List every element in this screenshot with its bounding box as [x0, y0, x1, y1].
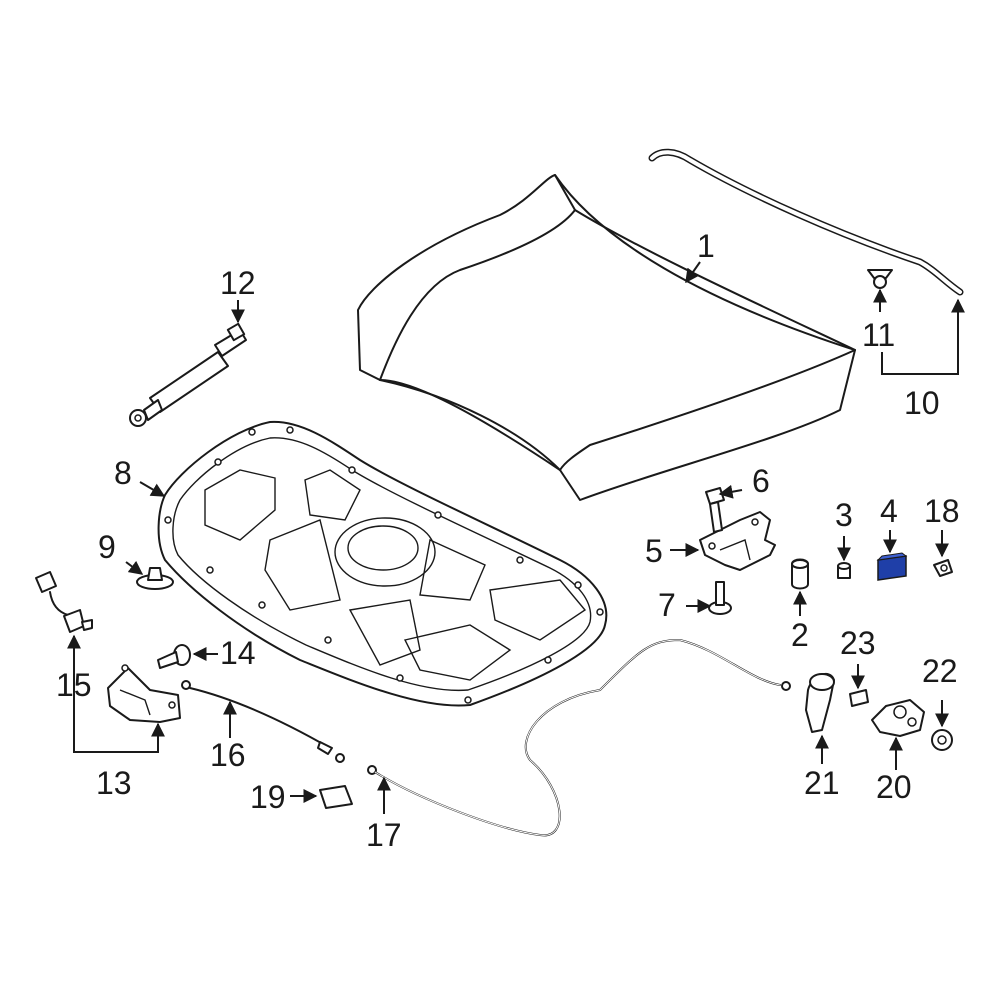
callout-14[interactable]: 14 [220, 635, 256, 671]
clip-18[interactable] [933, 559, 953, 577]
hinge-bolt[interactable] [705, 487, 725, 533]
callout-5[interactable]: 5 [645, 533, 663, 569]
callout-3[interactable]: 3 [835, 497, 853, 533]
hood-hinge[interactable] [699, 511, 776, 571]
callout-21[interactable]: 21 [804, 765, 840, 801]
callout-22[interactable]: 22 [922, 653, 958, 689]
hood-lift-support[interactable] [129, 322, 247, 427]
callout-18[interactable]: 18 [924, 493, 960, 529]
callout-7[interactable]: 7 [658, 587, 676, 623]
callout-1[interactable]: 1 [697, 228, 715, 264]
callout-labels: 1 2 3 4 5 6 7 8 9 10 11 12 13 14 15 16 1… [56, 228, 960, 853]
callout-2[interactable]: 2 [791, 617, 809, 653]
latch-switch-15[interactable] [35, 571, 93, 633]
callout-17[interactable]: 17 [366, 817, 402, 853]
bolt-23[interactable] [849, 689, 869, 707]
nut-22[interactable] [931, 729, 953, 751]
hood-panel[interactable] [357, 174, 856, 501]
callout-20[interactable]: 20 [876, 769, 912, 805]
latch-bolt-14[interactable] [157, 644, 191, 669]
highlighted-part-4[interactable] [876, 552, 908, 581]
callout-9[interactable]: 9 [98, 529, 116, 565]
hood-weatherstrip[interactable] [648, 148, 964, 296]
callout-8[interactable]: 8 [114, 455, 132, 491]
callout-6[interactable]: 6 [752, 463, 770, 499]
release-handle-21[interactable] [805, 672, 835, 733]
release-cable-17[interactable] [367, 639, 791, 837]
release-lever-20[interactable] [871, 699, 925, 737]
hood-bumper[interactable] [791, 558, 809, 590]
callout-19[interactable]: 19 [250, 779, 286, 815]
callout-16[interactable]: 16 [210, 737, 246, 773]
callout-12[interactable]: 12 [220, 265, 256, 301]
callout-4[interactable]: 4 [880, 493, 898, 529]
bolt-7[interactable] [708, 581, 732, 615]
callout-15[interactable]: 15 [56, 667, 92, 703]
latch-cable-16[interactable] [181, 680, 345, 763]
callout-13[interactable]: 13 [96, 765, 132, 801]
callout-23[interactable]: 23 [840, 625, 876, 661]
weatherstrip-retainer[interactable] [867, 269, 893, 289]
clip-19[interactable] [319, 785, 353, 809]
callout-10[interactable]: 10 [904, 385, 940, 421]
bumper-3[interactable] [837, 562, 851, 579]
callout-leaders [67, 261, 965, 814]
hood-latch[interactable] [107, 664, 181, 723]
insulator-clip[interactable] [136, 567, 174, 590]
callout-11[interactable]: 11 [862, 317, 895, 353]
hood-insulator[interactable] [157, 420, 608, 707]
